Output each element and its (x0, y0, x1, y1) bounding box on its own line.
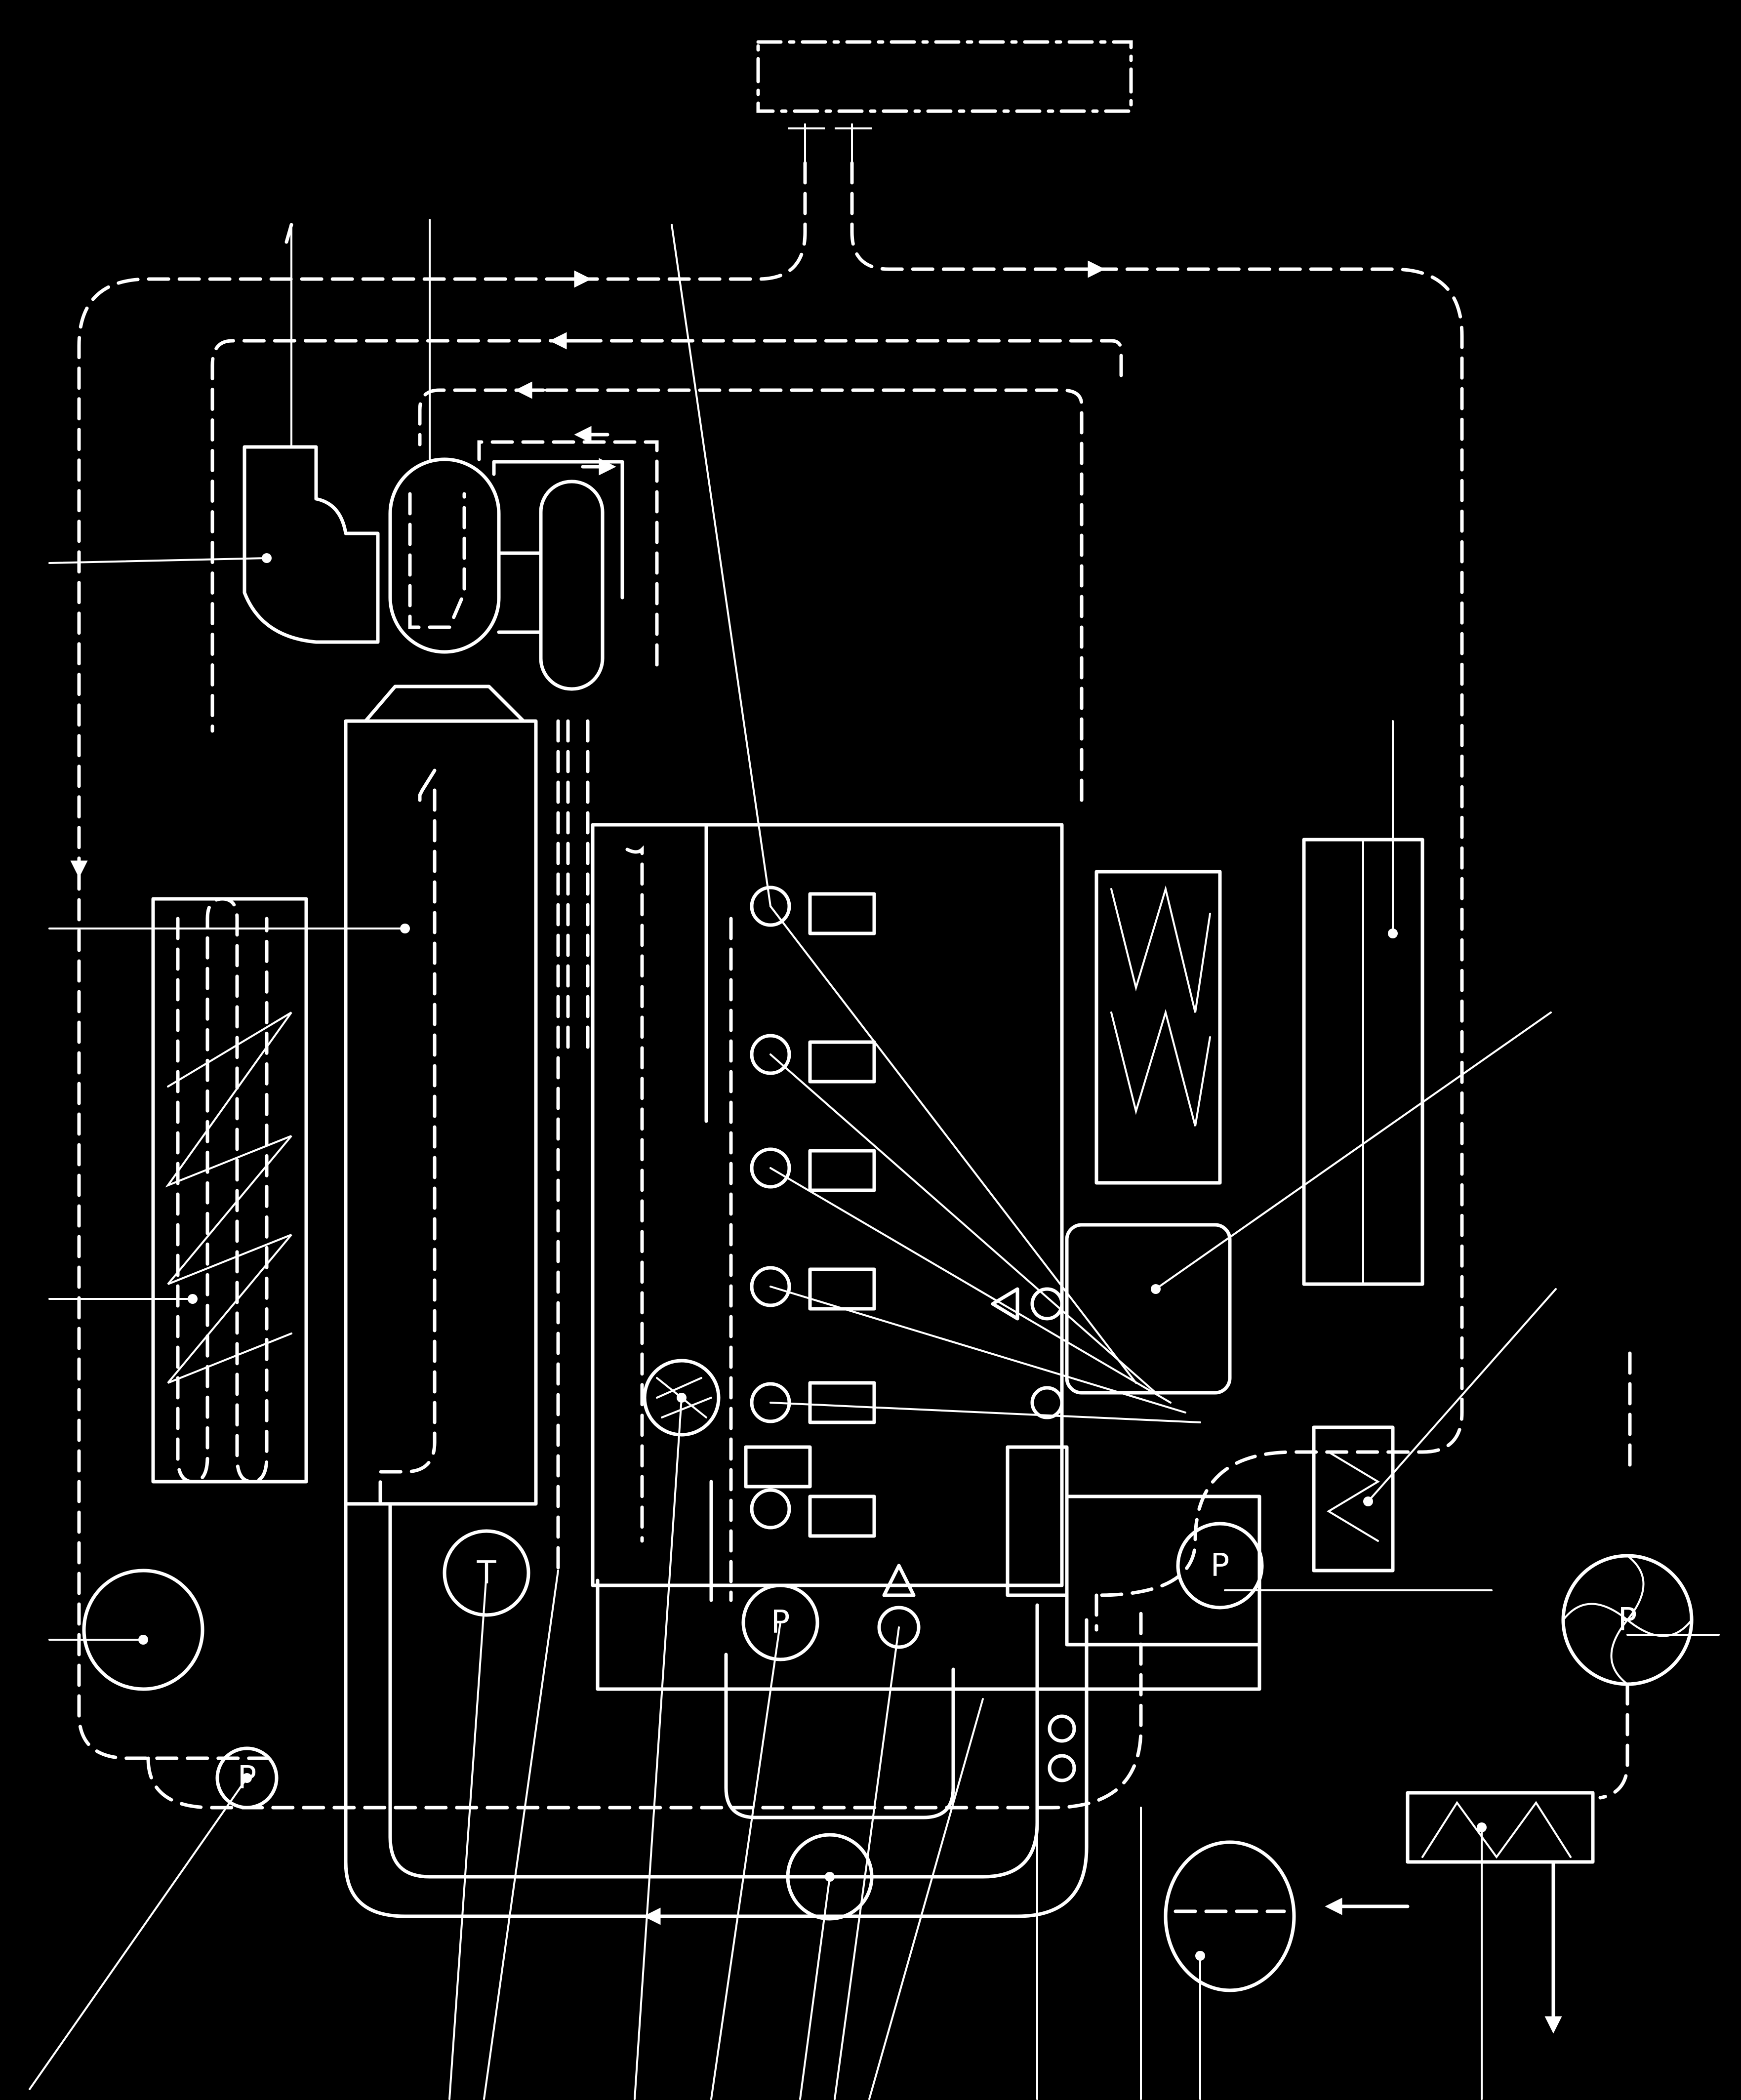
lube-pump-left: P (215, 1746, 279, 1810)
tank-icon (1164, 1840, 1296, 1992)
leader-dots (138, 553, 1487, 1961)
left-heat-exchanger (48, 897, 406, 1484)
main-pump: P (741, 1583, 819, 1661)
thermostat-icon (443, 1529, 530, 1617)
engine-block (344, 719, 590, 1573)
pumps: T P P P P (82, 1522, 1694, 1992)
inner-dashed-loop (210, 332, 1123, 802)
pump-icon (1176, 1522, 1264, 1610)
right-heat-exchangers (1312, 1351, 1632, 2034)
pump-icon (741, 1583, 819, 1661)
manifold-boxes (709, 886, 1201, 1602)
pump-icon (215, 1746, 279, 1810)
outer-coolant-loop (70, 161, 1464, 1810)
filter-icon (643, 1359, 721, 1437)
external-unit (756, 40, 1133, 163)
pump-right: P (1176, 1522, 1264, 1610)
filter (643, 1359, 721, 1437)
bottom-pipes (344, 1502, 1410, 1925)
leader-lines (29, 224, 1720, 2100)
radiator-center (591, 823, 1424, 1587)
fan-pump: P (1561, 1554, 1694, 1686)
tank-icon (82, 1569, 204, 1691)
heat-exchanger-icon (1406, 1791, 1595, 1864)
pump-right-label: P (1211, 1547, 1230, 1584)
control-box (991, 1223, 1261, 1647)
turbocharger (243, 219, 659, 723)
